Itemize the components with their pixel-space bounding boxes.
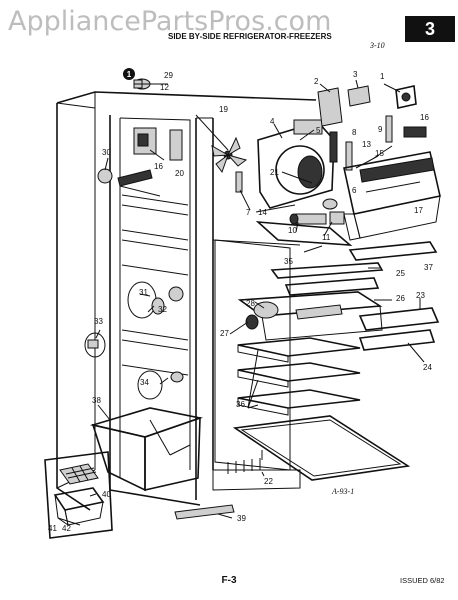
callout-9: 9 xyxy=(378,125,383,134)
evaporator-housing xyxy=(257,119,335,209)
page-label: F-3 xyxy=(222,575,237,586)
callout-leaders xyxy=(89,79,425,519)
fan-bracket xyxy=(235,171,243,193)
callout-39: 39 xyxy=(237,514,246,523)
callout-22: 22 xyxy=(264,477,273,486)
callout-25: 25 xyxy=(396,269,405,278)
callout-32: 32 xyxy=(158,305,167,314)
callout-13: 13 xyxy=(362,140,371,149)
page-badge-box xyxy=(405,16,455,42)
cabinet xyxy=(56,91,317,511)
crisper-cover xyxy=(348,241,438,261)
issued-date: ISSUED 6/82 xyxy=(400,576,445,585)
shelf-support-parts xyxy=(127,281,184,319)
ice-cube-grid xyxy=(65,465,97,483)
callout-16-damper: 16 xyxy=(420,113,429,122)
callout-24: 24 xyxy=(423,363,432,372)
callout-1: 1 xyxy=(380,72,385,81)
callout-14: 14 xyxy=(258,208,267,217)
callout-38: 38 xyxy=(92,396,101,405)
shelf-trim-24 xyxy=(358,329,436,351)
callout-3: 3 xyxy=(353,70,358,79)
shelf-trim-upper xyxy=(270,262,384,279)
callout-8: 8 xyxy=(352,128,357,137)
control-panel xyxy=(343,151,441,241)
callout-41: 41 xyxy=(48,524,57,533)
callout-31: 31 xyxy=(139,288,148,297)
callout-42: 42 xyxy=(62,524,71,533)
upper-shelf xyxy=(255,221,353,246)
callout-37: 37 xyxy=(424,263,433,272)
top-brackets xyxy=(317,85,417,127)
circled-marker: 1 xyxy=(123,68,135,80)
callout-15: 15 xyxy=(375,149,384,158)
callout-19: 19 xyxy=(219,105,228,114)
callout-33: 33 xyxy=(94,317,103,326)
callout-numbers: 1 2 3 4 5 6 7 8 9 10 11 12 13 14 15 16 1… xyxy=(48,70,433,533)
meat-keeper xyxy=(237,291,383,341)
callout-2: 2 xyxy=(314,77,319,86)
shelf-trim-23 xyxy=(358,307,440,331)
caster-parts xyxy=(137,370,184,400)
callout-4: 4 xyxy=(270,117,275,126)
callout-26: 26 xyxy=(396,294,405,303)
hinge-parts xyxy=(84,332,106,358)
ice-bin-inset xyxy=(44,451,113,539)
grille-vents xyxy=(227,458,261,474)
callout-21: 21 xyxy=(270,168,279,177)
callout-34: 34 xyxy=(140,378,149,387)
callout-27: 27 xyxy=(220,329,229,338)
callout-11: 11 xyxy=(322,233,331,242)
header-title: SIDE BY-SIDE REFRIGERATOR-FREEZERS xyxy=(168,32,332,41)
fan-blade xyxy=(211,136,248,174)
callout-12: 12 xyxy=(160,83,169,92)
callout-28: 28 xyxy=(246,299,255,308)
ice-tray-bracket xyxy=(97,168,161,197)
damper-parts xyxy=(329,115,427,171)
callout-35-upper: 35 xyxy=(284,257,293,266)
refrigerator-shelves xyxy=(237,337,361,416)
callout-30: 30 xyxy=(102,148,111,157)
watermark: AppliancePartsPros.com xyxy=(8,6,331,37)
kick-plate xyxy=(174,504,235,520)
sensor-bulb xyxy=(322,198,338,210)
callout-36: 36 xyxy=(236,400,245,409)
light-parts xyxy=(289,211,345,225)
freezer-shelves xyxy=(121,194,189,376)
callout-7: 7 xyxy=(246,208,251,217)
shelf-trim-mid xyxy=(284,277,380,296)
svg-text:1: 1 xyxy=(127,70,132,79)
callout-17: 17 xyxy=(414,206,423,215)
callout-5: 5 xyxy=(316,126,321,135)
freezer-control-assembly xyxy=(133,127,183,161)
freezer-basket xyxy=(89,407,204,492)
figure-code: A-93-1 xyxy=(331,487,354,496)
callout-40: 40 xyxy=(102,490,111,499)
callout-20: 20 xyxy=(175,169,184,178)
bottom-glass-shelf xyxy=(232,415,411,481)
page-badge: 3 xyxy=(425,19,435,39)
handwritten-note: 3-10 xyxy=(369,41,385,50)
callout-29: 29 xyxy=(164,71,173,80)
callout-23: 23 xyxy=(416,291,425,300)
callout-6: 6 xyxy=(352,186,357,195)
callout-16-freezer: 16 xyxy=(154,162,163,171)
callout-10: 10 xyxy=(288,226,297,235)
